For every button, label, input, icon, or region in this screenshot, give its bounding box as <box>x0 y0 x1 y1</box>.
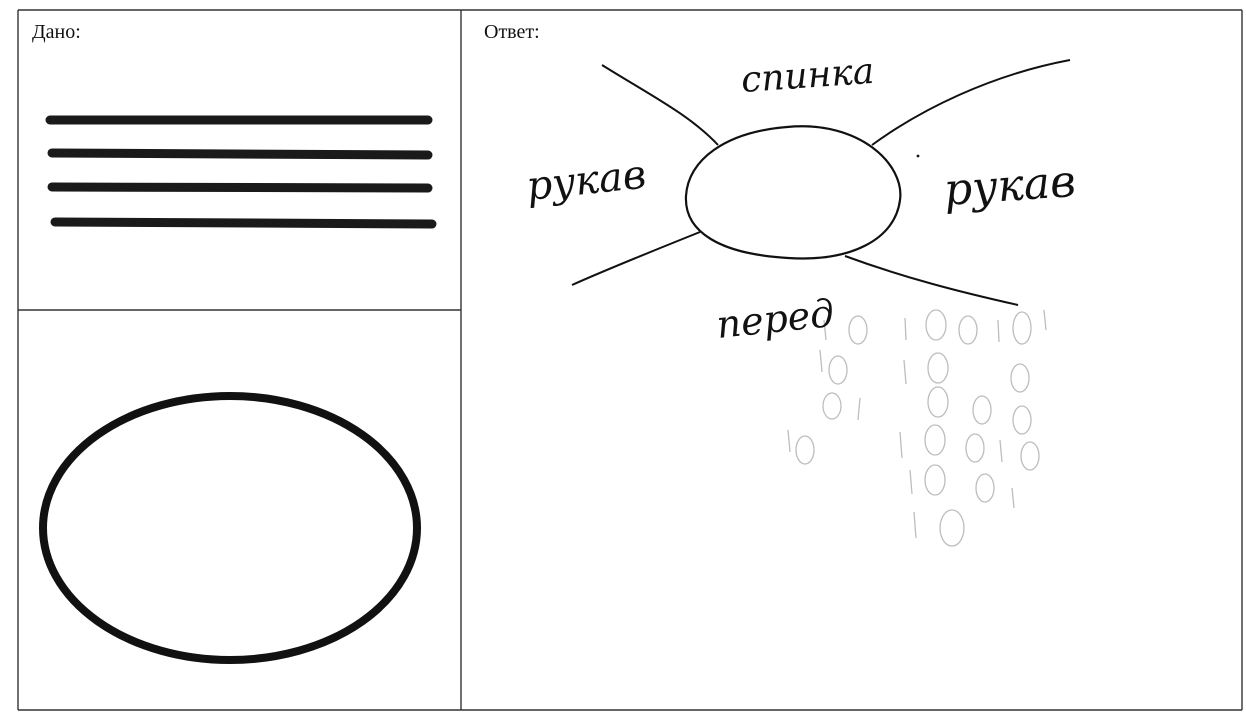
answer-label: Ответ: <box>484 21 540 43</box>
handwritten-top-label: спинка <box>740 51 876 101</box>
faint-stamp-marks <box>787 309 1047 547</box>
answer-sketch-body <box>684 125 902 260</box>
handwritten-left-label: рукав <box>524 152 648 210</box>
given-line-4 <box>50 217 437 229</box>
arm-bottom-right <box>844 255 1019 306</box>
handwritten-bottom-label: перед <box>714 291 836 347</box>
given-lines-figure <box>45 115 437 229</box>
table-grid <box>17 9 1243 711</box>
ink-dot <box>916 154 920 158</box>
given-label: Дано: <box>32 21 81 43</box>
arm-bottom-left <box>571 231 701 286</box>
answer-sketch-arms <box>571 59 1071 306</box>
arm-top-right <box>871 59 1071 146</box>
given-line-2 <box>47 148 433 160</box>
arm-top-left <box>601 64 719 146</box>
given-oval-figure <box>39 392 421 664</box>
given-line-3 <box>47 182 433 193</box>
handwritten-right-label: рукав <box>942 156 1077 216</box>
